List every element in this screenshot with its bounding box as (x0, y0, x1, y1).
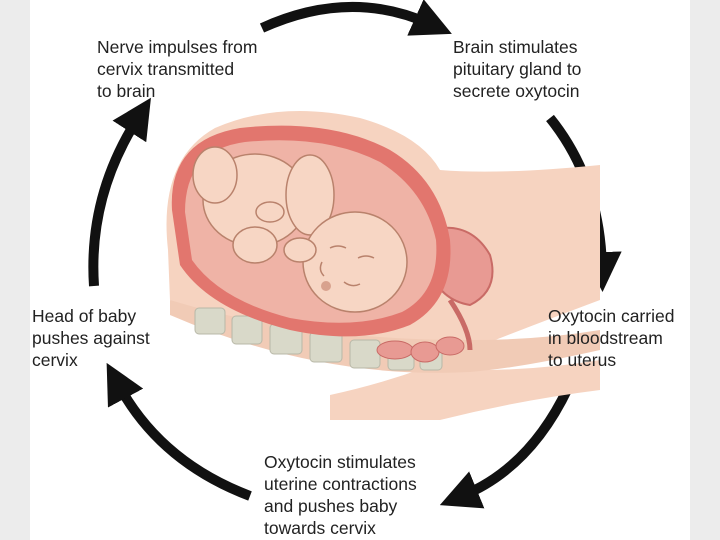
step-uterine-contractions-label: Oxytocin stimulates uterine contractions… (264, 452, 417, 538)
arrow-nerve-to-brain (259, 0, 452, 36)
arrow-contractions-to-head (106, 362, 252, 501)
right-margin (690, 0, 720, 540)
arrow-head-to-nerve (88, 97, 151, 287)
arrow-bloodstream-to-contractions (439, 385, 573, 509)
step-nerve-impulses-label: Nerve impulses from cervix transmitted t… (97, 37, 258, 101)
step-oxytocin-bloodstream-label: Oxytocin carried in bloodstream to uteru… (548, 306, 675, 370)
step-head-pushes-label: Head of baby pushes against cervix (32, 306, 150, 370)
step-brain-stimulates-label: Brain stimulates pituitary gland to secr… (453, 37, 582, 101)
pregnant-uterus-illustration (166, 110, 601, 421)
left-margin (0, 0, 30, 540)
